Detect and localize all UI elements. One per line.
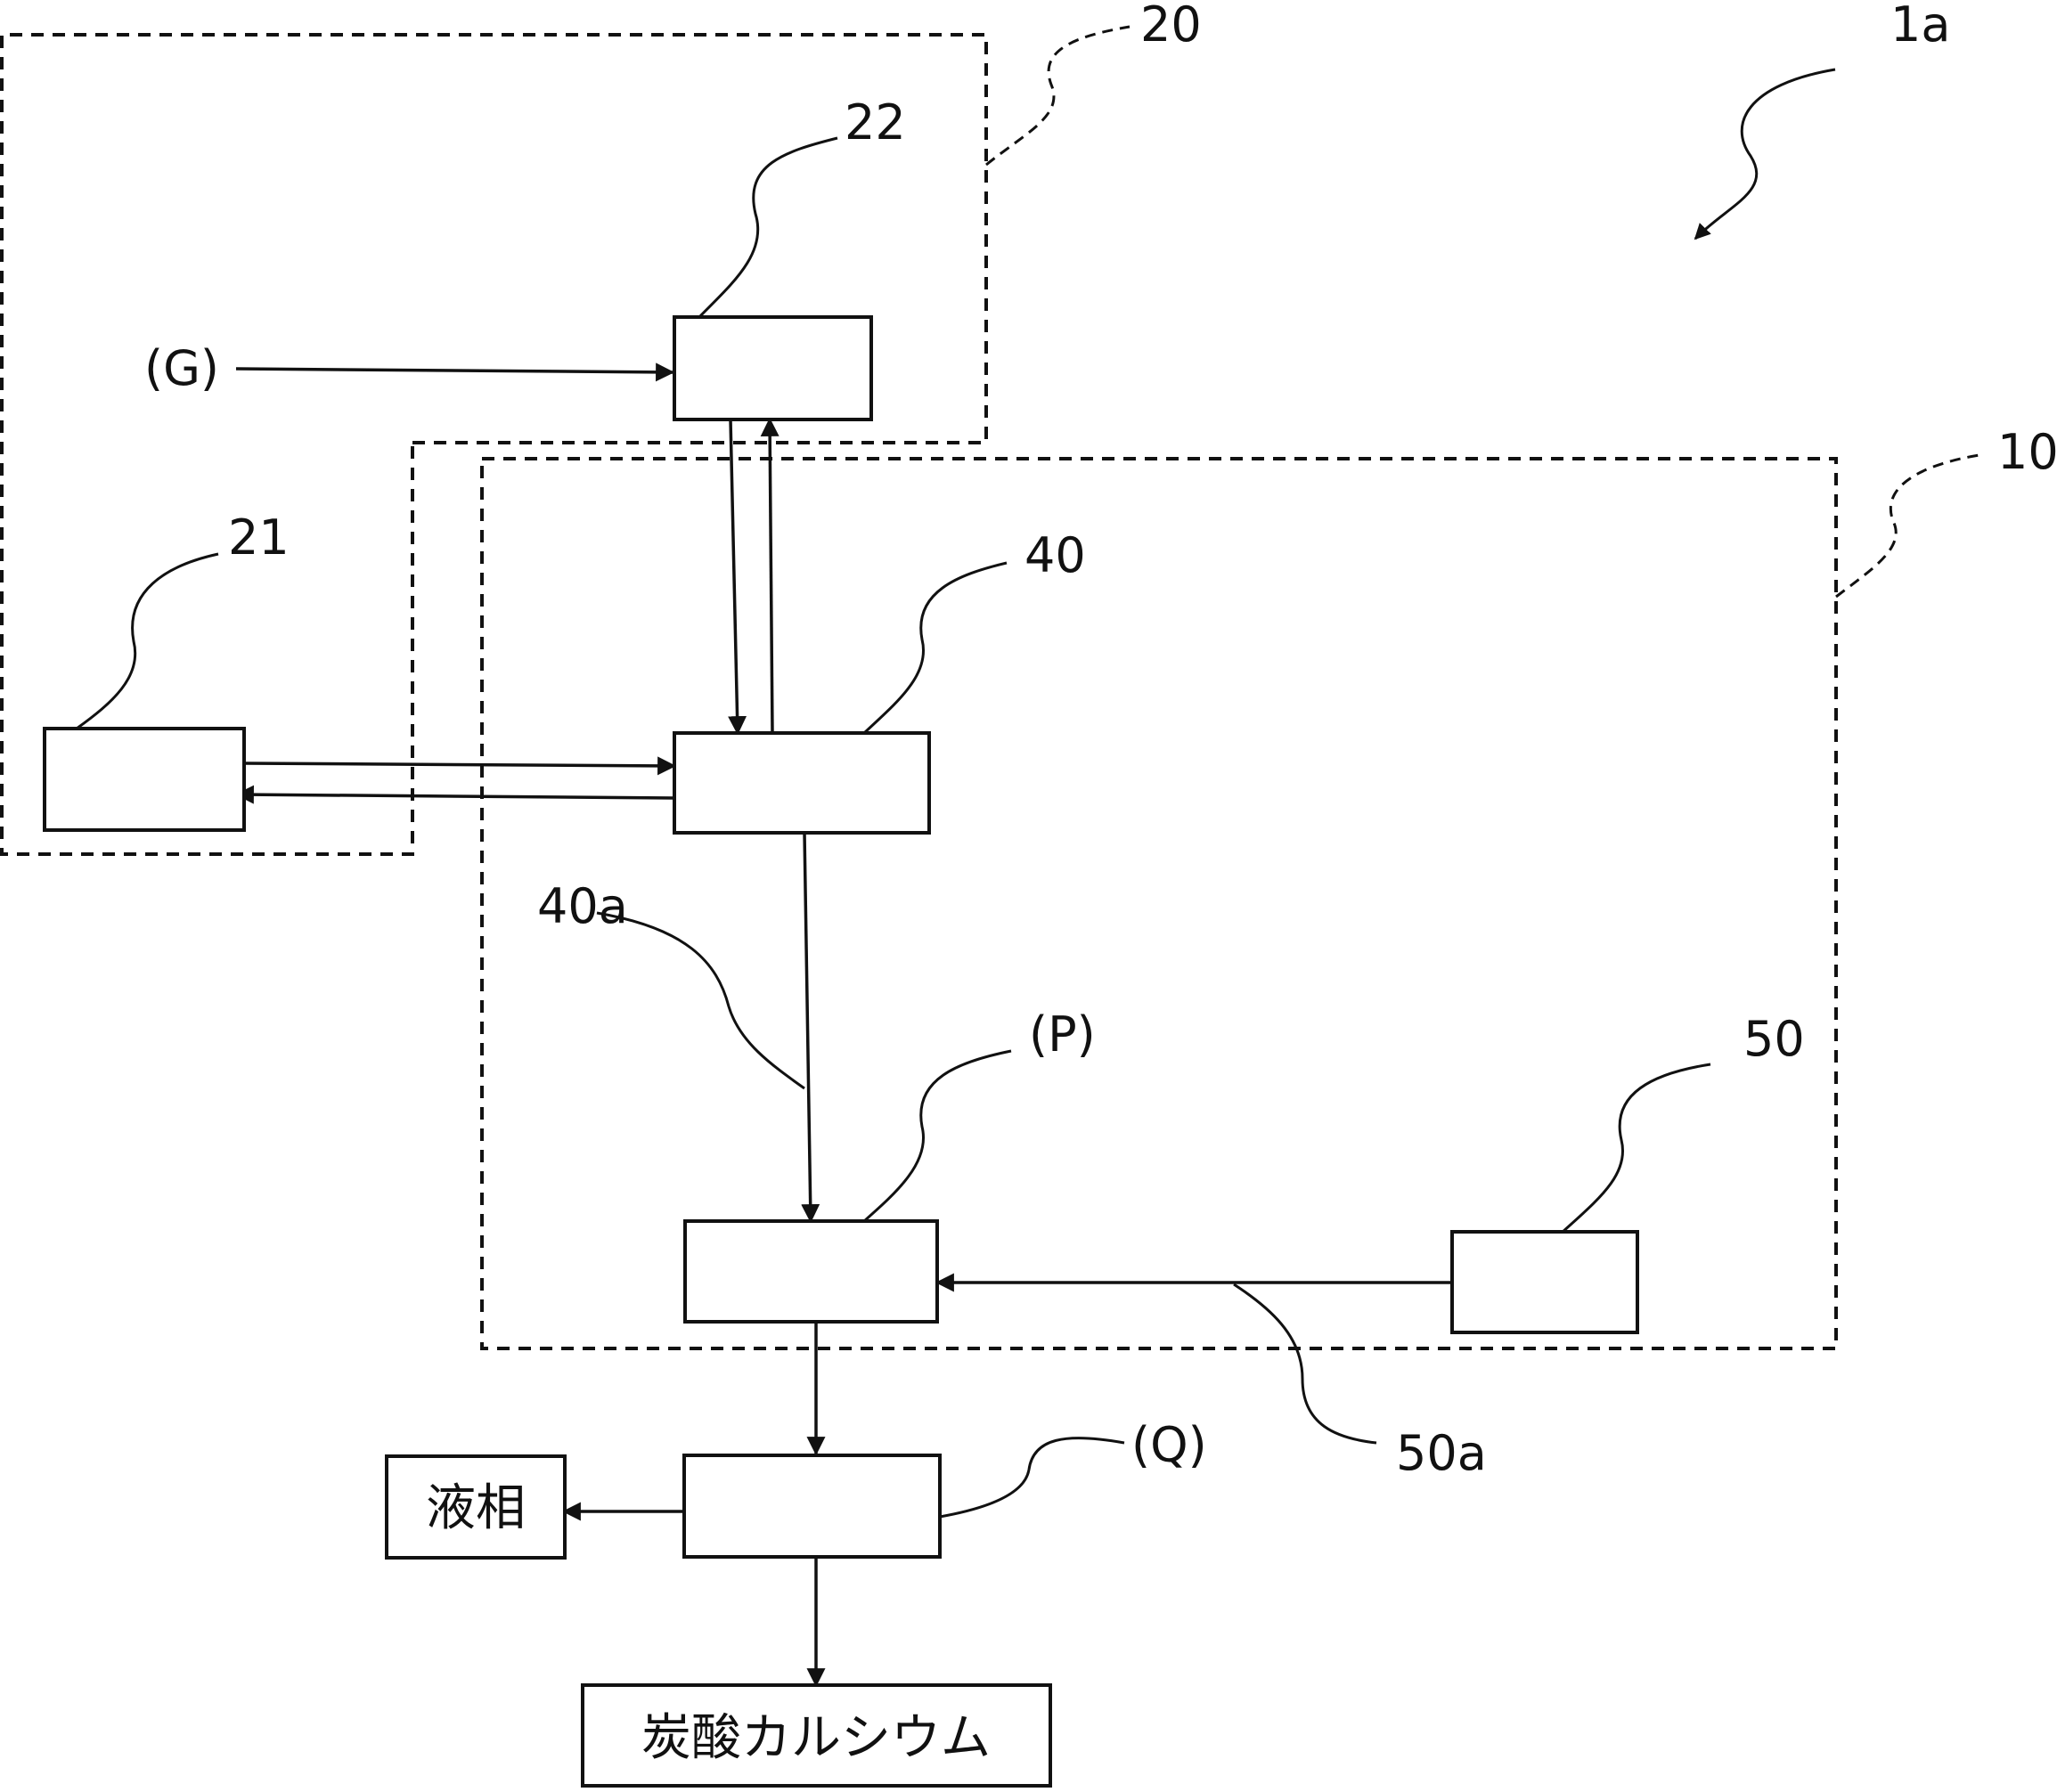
block-21[interactable]	[45, 729, 244, 830]
block-50-leader	[1561, 1064, 1710, 1234]
arrow-40-to-22	[770, 419, 772, 733]
block-P-leader	[864, 1051, 1011, 1221]
line-40a-leader	[597, 913, 804, 1088]
region-10-boundary	[482, 459, 1836, 1348]
block-40-label: 40	[1024, 527, 1086, 583]
liquid-phase-text: 液相	[426, 1479, 526, 1537]
line-40a-arrow	[804, 833, 811, 1221]
block-40-leader	[864, 563, 1007, 733]
system-label: 1a	[1890, 0, 1950, 53]
system-pointer-leader[interactable]	[1695, 69, 1835, 239]
block-Q-leader	[940, 1438, 1124, 1517]
block-22[interactable]	[674, 317, 871, 419]
region-10-label: 10	[1997, 424, 2057, 480]
block-50-label: 50	[1743, 1011, 1805, 1067]
arrow-40-to-21	[237, 794, 674, 798]
line-50a-label: 50a	[1396, 1425, 1487, 1481]
arrow-22-to-40	[731, 419, 738, 733]
line-50a-leader	[1234, 1284, 1376, 1443]
block-21-leader	[77, 554, 218, 729]
arrow-21-to-40	[244, 763, 674, 766]
line-40a-label: 40a	[537, 878, 628, 934]
region-20-label: 20	[1140, 0, 1202, 53]
block-Q[interactable]	[684, 1455, 940, 1557]
calcium-carbonate-text: 炭酸カルシウム	[641, 1709, 991, 1767]
input-G-arrow	[236, 369, 673, 372]
block-21-label: 21	[228, 509, 290, 566]
block-40[interactable]	[674, 733, 929, 833]
block-P[interactable]	[685, 1221, 937, 1322]
region-10-leader	[1836, 454, 1985, 597]
block-Q-label: (Q)	[1131, 1417, 1207, 1473]
block-P-label: (P)	[1029, 1006, 1096, 1063]
input-G-label: (G)	[144, 340, 219, 396]
block-22-label: 22	[845, 94, 906, 151]
block-22-leader	[699, 138, 837, 317]
region-20-leader	[986, 27, 1130, 165]
block-50[interactable]	[1452, 1232, 1637, 1332]
